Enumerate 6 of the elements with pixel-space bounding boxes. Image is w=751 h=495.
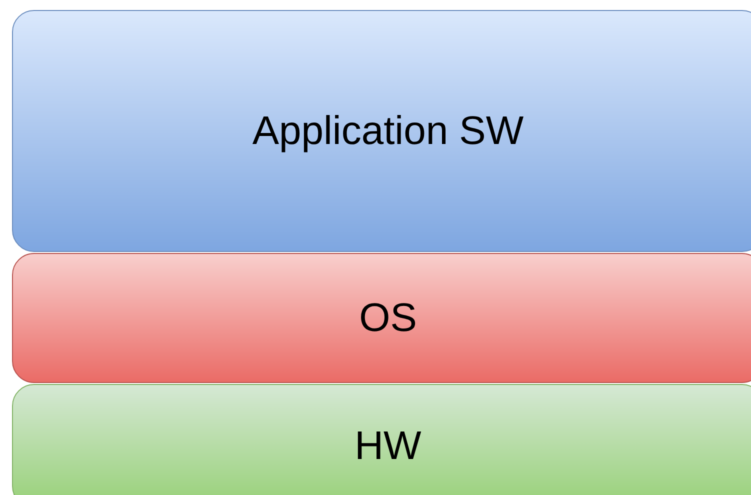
layer-box	[12, 10, 751, 252]
layer-label: Application SW	[252, 108, 524, 154]
layer-box	[12, 384, 751, 495]
layer-box	[12, 253, 751, 383]
layer-label: HW	[354, 424, 422, 468]
layer-label: OS	[359, 296, 417, 340]
